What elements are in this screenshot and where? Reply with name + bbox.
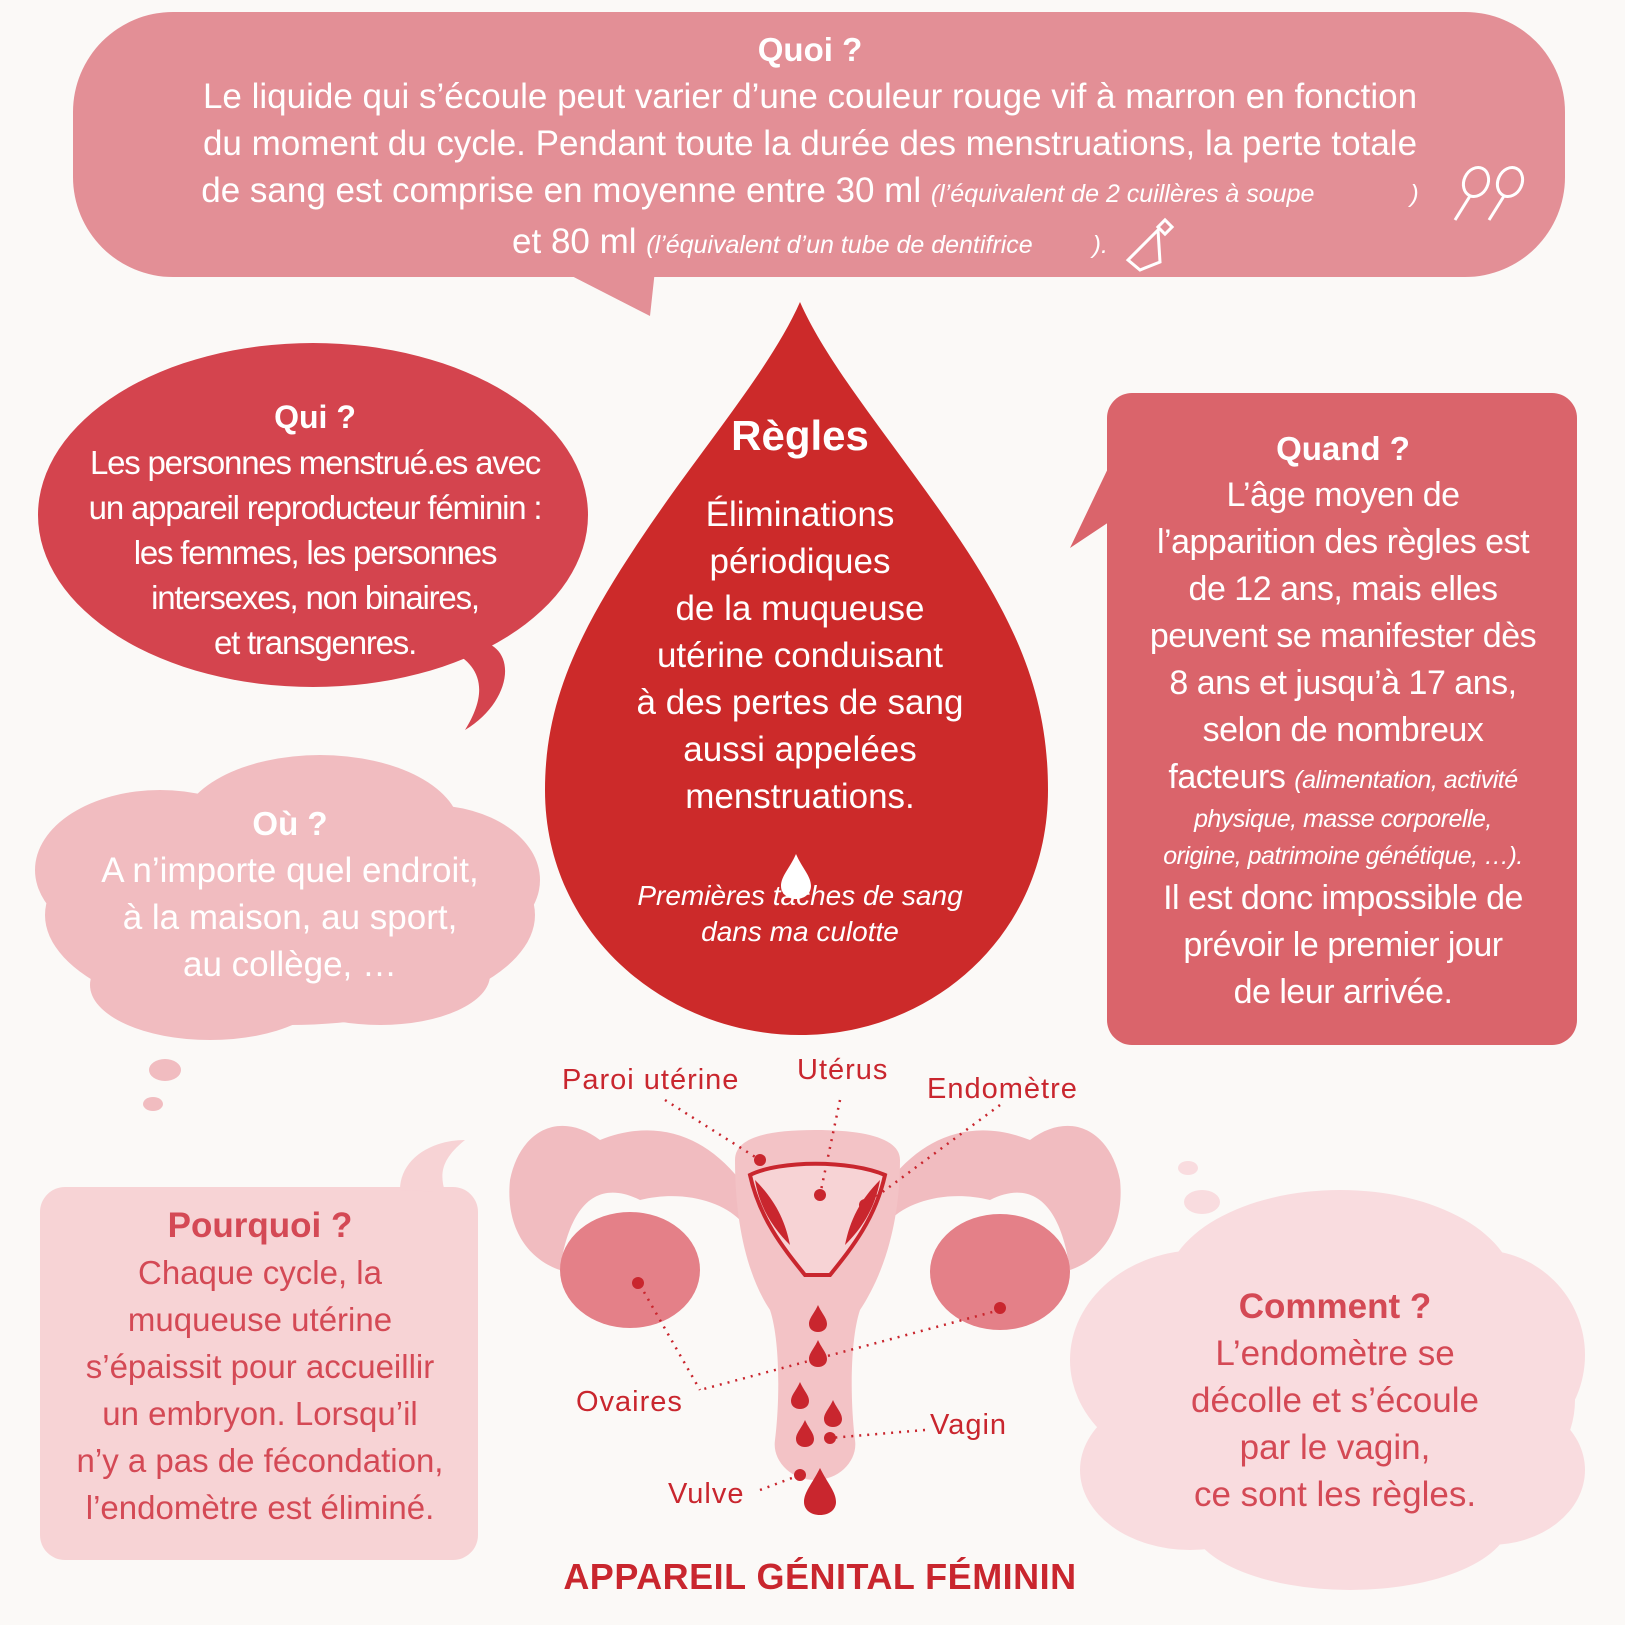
quand-line: peuvent se manifester dès: [1149, 617, 1537, 655]
quoi-line-4: et 80 ml (l’équivalent d’un tube de dent…: [90, 218, 1530, 269]
pourquoi-line: muqueuse utérine: [127, 1301, 393, 1338]
quand-line: de 12 ans, mais elles: [1188, 570, 1498, 608]
comment-line: décolle et s’écoule: [1191, 1381, 1479, 1420]
quand-end-line: prévoir le premier jour: [1183, 926, 1503, 964]
pourquoi-line: Chaque cycle, la: [138, 1254, 382, 1291]
qui-line: les femmes, les personnes: [133, 534, 498, 571]
label-ovaires: Ovaires: [576, 1386, 683, 1418]
quoi-line-4-note: (l’équivalent d’un tube de dentifrice: [646, 231, 1033, 259]
regles-title: Règles: [731, 412, 869, 459]
quand-title: Quand ?: [1276, 430, 1410, 467]
quoi-line-3-note: (l’équivalent de 2 cuillères à soupe: [930, 180, 1315, 208]
label-endometre: Endomètre: [927, 1073, 1078, 1105]
regles-drop: [545, 302, 1048, 1035]
comment-line: ce sont les règles.: [1193, 1475, 1477, 1514]
label-paroi-uterine: Paroi utérine: [562, 1064, 740, 1096]
comment-title: Comment ?: [1238, 1287, 1432, 1326]
quoi-line-4-close: ).: [1092, 231, 1108, 259]
regles-line: de la muqueuse: [675, 589, 925, 628]
regles-footer-line: dans ma culotte: [701, 916, 899, 947]
regles-line: aussi appelées: [683, 730, 917, 769]
label-vulve: Vulve: [668, 1478, 745, 1510]
pourquoi-bubble: [40, 1140, 478, 1560]
drop-icon: [781, 854, 811, 899]
regles-text: Règles Éliminations périodiques de la mu…: [560, 412, 1040, 950]
regles-line: périodiques: [709, 542, 891, 581]
quand-line-7-main: facteurs: [1168, 758, 1286, 796]
qui-text: Qui ? Les personnes menstrué.es avec un …: [45, 395, 585, 665]
quoi-line-4-main: et 80 ml: [512, 222, 637, 261]
regles-line: à des pertes de sang: [636, 683, 964, 722]
pourquoi-title: Pourquoi ?: [167, 1206, 353, 1245]
ou-title: Où ?: [252, 805, 328, 842]
quand-line: L’âge moyen de: [1226, 476, 1460, 514]
pourquoi-line: n’y a pas de fécondation,: [76, 1442, 444, 1479]
qui-line: Les personnes menstrué.es avec: [89, 444, 541, 481]
quand-line: l’apparition des règles est: [1156, 523, 1530, 561]
quand-text: Quand ? L’âge moyen de l’apparition des …: [1108, 425, 1578, 1016]
label-vagin: Vagin: [930, 1409, 1008, 1441]
quand-bubble: [1070, 393, 1577, 1045]
quand-note-line: physique, masse corporelle,: [1194, 805, 1492, 833]
quoi-text: Quoi ? Le liquide qui s’écoule peut vari…: [90, 26, 1530, 269]
quand-line: selon de nombreux: [1202, 711, 1484, 749]
spoon-icon: [1453, 165, 1525, 221]
quoi-bubble: [73, 12, 1565, 316]
regles-footer: Premières taches de sang dans ma culotte: [560, 878, 1040, 950]
quand-end-line: de leur arrivée.: [1233, 973, 1453, 1011]
pourquoi-text: Pourquoi ? Chaque cycle, la muqueuse uté…: [40, 1202, 480, 1531]
ou-line: au collège, …: [182, 945, 398, 984]
quand-line: 8 ans et jusqu’à 17 ans,: [1169, 664, 1517, 702]
qui-line: un appareil reproducteur féminin :: [88, 489, 543, 526]
pourquoi-line: l’endomètre est éliminé.: [85, 1489, 435, 1526]
comment-line: L’endomètre se: [1215, 1334, 1455, 1373]
quoi-title: Quoi ?: [757, 31, 863, 68]
ou-text: Où ? A n’importe quel endroit, à la mais…: [50, 800, 530, 988]
regles-line: utérine conduisant: [656, 636, 944, 675]
qui-title: Qui ?: [274, 399, 356, 435]
label-uterus: Utérus: [797, 1054, 889, 1086]
toothpaste-icon: [1125, 217, 1175, 272]
pourquoi-line: s’épaissit pour accueillir: [85, 1348, 435, 1385]
quoi-line-1: Le liquide qui s’écoule peut varier d’un…: [202, 77, 1418, 116]
quand-line-7: facteurs (alimentation, activité: [1108, 754, 1578, 801]
comment-line: par le vagin,: [1239, 1428, 1431, 1467]
quoi-line-2: du moment du cycle. Pendant toute la dur…: [202, 124, 1418, 163]
ou-line: A n’importe quel endroit,: [101, 851, 479, 890]
quand-note-line: origine, patrimoine génétique, …).: [1163, 842, 1523, 870]
ou-line: à la maison, au sport,: [122, 898, 458, 937]
ou-cloud: [35, 755, 540, 1111]
qui-line: intersexes, non binaires,: [151, 579, 480, 616]
regles-line: menstruations.: [685, 777, 915, 816]
comment-cloud: [1070, 1161, 1585, 1590]
qui-line: et transgenres.: [213, 624, 417, 661]
regles-footer-line: Premières taches de sang: [637, 880, 963, 911]
quoi-line-3-main: de sang est comprise en moyenne entre 30…: [201, 171, 922, 210]
quand-line-7-note: (alimentation, activité: [1294, 766, 1518, 794]
quoi-line-3-close: ): [1410, 180, 1419, 208]
uterus-diagram: [509, 1098, 1121, 1515]
pourquoi-line: un embryon. Lorsqu’il: [102, 1395, 418, 1432]
qui-bubble: [38, 343, 588, 730]
quoi-line-3: de sang est comprise en moyenne entre 30…: [90, 167, 1530, 218]
quand-end-line: Il est donc impossible de: [1163, 879, 1523, 917]
diagram-title: APPAREIL GÉNITAL FÉMININ: [563, 1556, 1077, 1597]
comment-text: Comment ? L’endomètre se décolle et s’éc…: [1085, 1283, 1585, 1518]
regles-line: Éliminations: [705, 495, 895, 534]
